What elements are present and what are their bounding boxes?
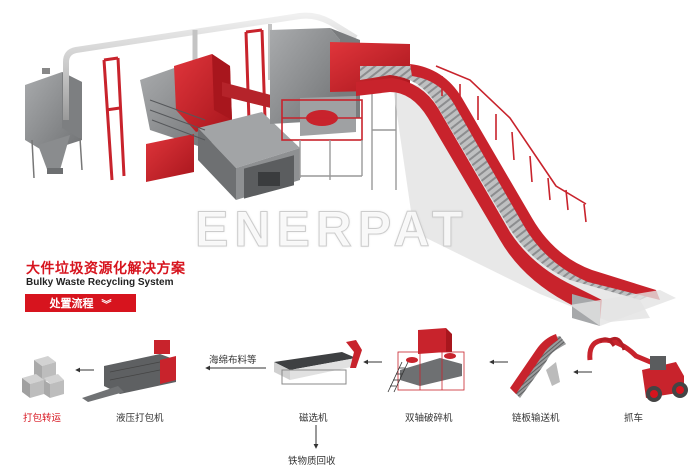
dust-collector [25,68,83,179]
step-label-magnetic-separator: 磁选机 [299,413,328,424]
main-baler [140,54,320,200]
page-title-en: Bulky Waste Recycling System [26,277,174,288]
branch-label-ferrous-recovery: 铁物质回收 [288,456,336,467]
duct-pipe [63,12,358,120]
step-label-twin-shaft-shredder: 双轴破碎机 [405,413,453,424]
branch-label-sponge-fabric: 海绵布料等 [209,355,257,366]
main-chain-conveyor [356,64,660,326]
double-chevron-down-icon: ︾ [101,299,112,311]
step-label-bale-transport: 打包转运 [23,413,62,424]
baler-door [146,134,194,182]
process-flow-button[interactable]: 处置流程 ︾ [25,294,136,312]
page-title-cn: 大件垃圾资源化解决方案 [26,261,186,277]
shredder-building [270,28,410,190]
step-label-grab-truck: 抓车 [624,413,644,424]
step-label-chain-conveyor: 链板输送机 [512,413,560,424]
step-label-hydraulic-baler: 液压打包机 [116,413,164,424]
process-flow-label: 处置流程 [49,297,94,310]
conveyor-railing [435,65,587,223]
